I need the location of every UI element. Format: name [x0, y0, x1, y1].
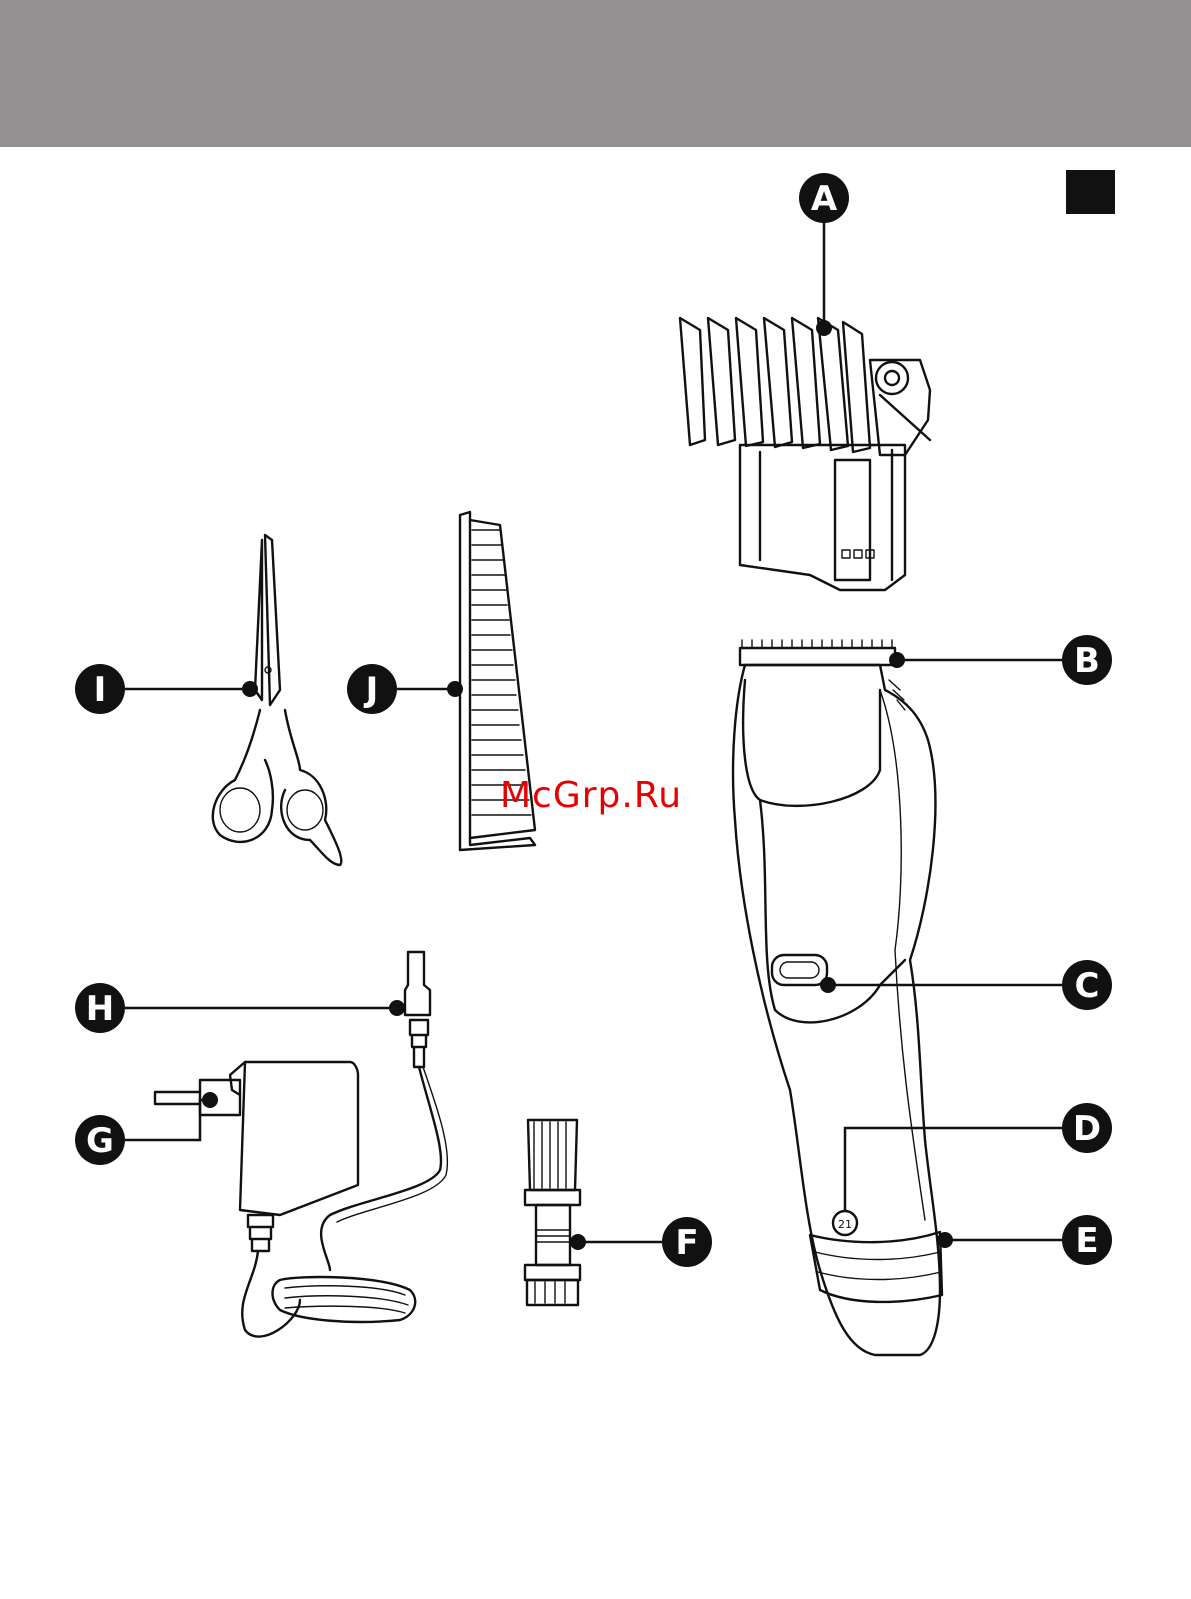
callout-c: C	[1062, 960, 1112, 1010]
callout-j: J	[347, 664, 397, 714]
cleaning-brush-illustration	[525, 1120, 580, 1305]
leader-dot-e	[937, 1232, 953, 1248]
leader-dot-i	[242, 681, 258, 697]
callout-i-letter: I	[94, 670, 107, 710]
callout-a: A	[799, 173, 849, 223]
callout-f: F	[662, 1217, 712, 1267]
leader-dot-g	[202, 1092, 218, 1108]
callout-f-letter: F	[675, 1223, 698, 1263]
callout-c-letter: C	[1075, 966, 1100, 1006]
callout-d-letter: D	[1073, 1109, 1101, 1149]
callout-b-letter: B	[1074, 641, 1100, 681]
callout-e: E	[1062, 1215, 1112, 1265]
clipper-illustration	[733, 640, 942, 1355]
scissors-illustration	[213, 535, 342, 865]
callout-e-letter: E	[1075, 1221, 1098, 1261]
leader-dot-b	[889, 652, 905, 668]
leader-line-g	[125, 1100, 210, 1140]
callout-j-letter: J	[364, 670, 379, 710]
watermark: McGrp.Ru	[500, 775, 682, 816]
clipper-indicator-label: 21	[838, 1218, 852, 1231]
callout-h: H	[75, 983, 125, 1033]
leader-dot-h	[389, 1000, 405, 1016]
callout-h-letter: H	[86, 989, 114, 1029]
callout-i: I	[75, 664, 125, 714]
callout-g-letter: G	[86, 1121, 114, 1161]
callout-d: D	[1062, 1103, 1112, 1153]
leader-line-d	[845, 1128, 1062, 1211]
leader-dot-j	[447, 681, 463, 697]
leader-dot-a	[816, 320, 832, 336]
callout-b: B	[1062, 635, 1112, 685]
leader-dot-f	[570, 1234, 586, 1250]
leader-dot-c	[820, 977, 836, 993]
comb-attachment-illustration	[680, 318, 930, 590]
callout-a-letter: A	[811, 179, 838, 219]
callout-g: G	[75, 1115, 125, 1165]
